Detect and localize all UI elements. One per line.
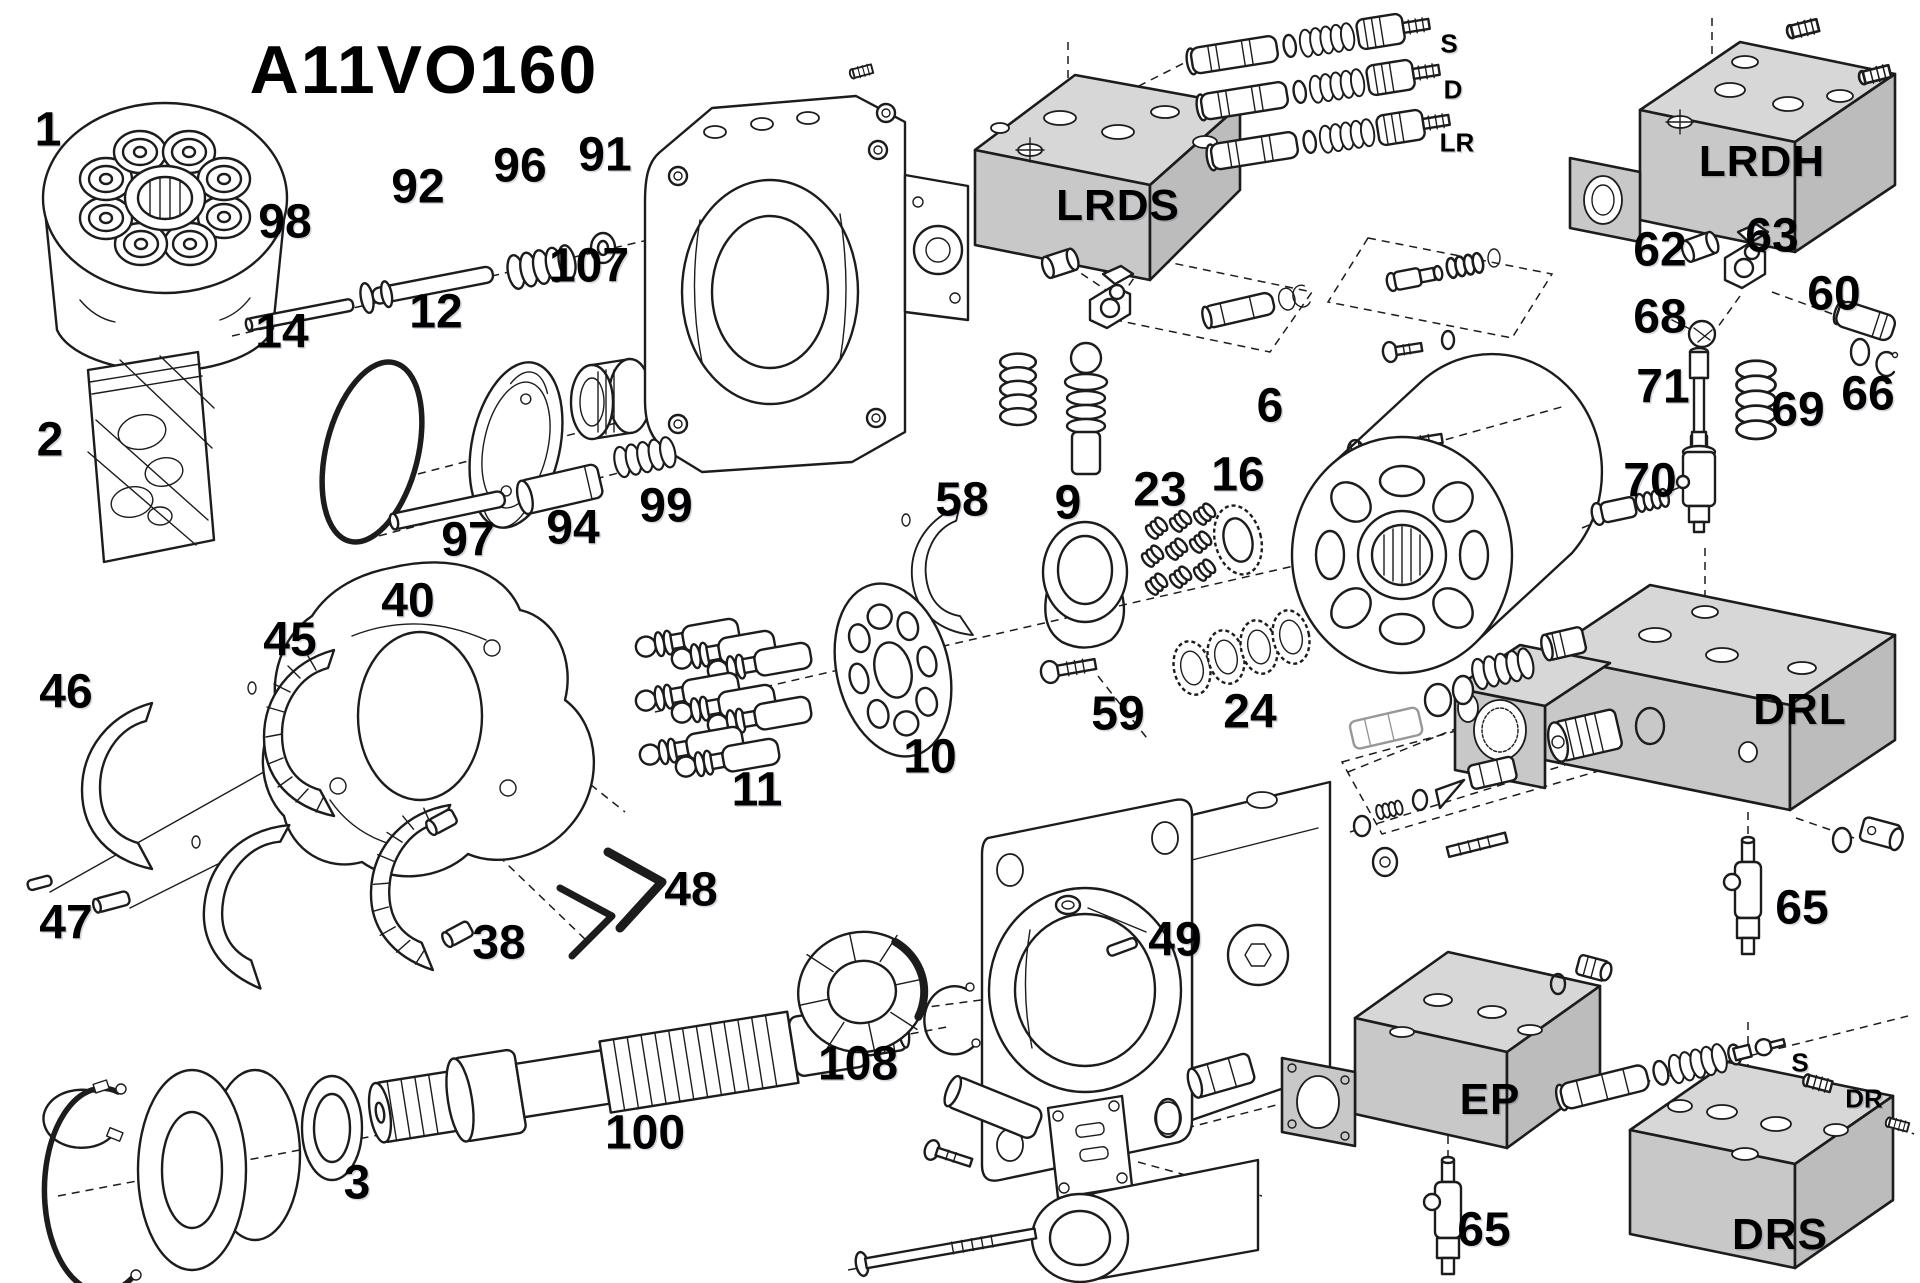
drl-plunger-65	[1722, 835, 1763, 956]
pin-38a	[425, 808, 458, 837]
seal-kit-bag-2	[86, 350, 216, 564]
lrdh-pilot-parts	[1346, 248, 1501, 466]
hex-key-48b	[556, 884, 616, 960]
lrdh-valve-block	[1568, 16, 1897, 254]
cradle-shell-46b	[190, 811, 291, 990]
seal-carrier-disc	[136, 1068, 248, 1272]
rings-66	[1849, 337, 1899, 378]
spline-discs-24	[1172, 609, 1311, 696]
snap-ring-108	[923, 982, 981, 1056]
stroke-limiter-hole	[901, 513, 911, 527]
pin-46	[26, 874, 53, 892]
cup-9	[1041, 520, 1129, 649]
spring-99	[610, 434, 680, 480]
pin-98	[244, 298, 355, 332]
drs-valve-block	[1628, 1060, 1895, 1270]
screw-59	[1039, 657, 1098, 685]
retainer-plate-10	[833, 582, 953, 758]
bearing-108	[796, 930, 929, 1054]
ep-plunger-65	[1422, 1155, 1463, 1276]
cradle-shell-46	[80, 701, 154, 871]
retaining-ring-large	[41, 1083, 142, 1283]
cylinder-block-1	[41, 101, 289, 373]
pin-97	[388, 490, 507, 531]
hex-key-48a	[603, 847, 667, 933]
drl-valve-block	[1453, 583, 1897, 812]
snap-ring-ears	[42, 1079, 124, 1149]
pin-47	[91, 890, 131, 914]
shaft-seal-3	[300, 1074, 364, 1182]
bracket-63	[1723, 222, 1770, 290]
shell-hole-2	[191, 835, 201, 849]
drs-valve-train	[1554, 1037, 1787, 1112]
spring-96	[503, 242, 580, 292]
ring-91	[589, 231, 617, 265]
rotary-group-6	[1290, 352, 1604, 675]
solenoid-assembly	[854, 1052, 1260, 1283]
pin-38b	[441, 920, 474, 949]
pivot-68	[1671, 319, 1717, 349]
cartridge-above-drl	[1590, 486, 1672, 527]
end-cover-housing	[643, 62, 970, 474]
lrds-internals	[998, 247, 1311, 476]
bushing-62	[1680, 230, 1720, 263]
pump-housing-49	[980, 780, 1332, 1182]
spring-69	[1735, 359, 1777, 441]
piston-60	[1832, 299, 1897, 342]
piston-70	[1675, 430, 1717, 534]
lens-ring-16	[1212, 504, 1264, 576]
drive-shaft-100	[367, 1006, 911, 1144]
ep-valve-block	[1280, 950, 1613, 1150]
o-ring-14	[319, 359, 425, 545]
piston-group-11	[632, 616, 814, 783]
drl-valve-train	[1348, 626, 1666, 878]
drl-plugs	[1831, 816, 1904, 854]
shell-hole	[247, 681, 257, 695]
sleeve-94	[515, 463, 604, 516]
pin-92	[359, 265, 495, 314]
spring-set-23	[1138, 500, 1219, 598]
swashplate-40	[261, 561, 596, 878]
diagram-title: A11VO160	[249, 32, 599, 108]
needle-bearing-107	[569, 357, 653, 441]
